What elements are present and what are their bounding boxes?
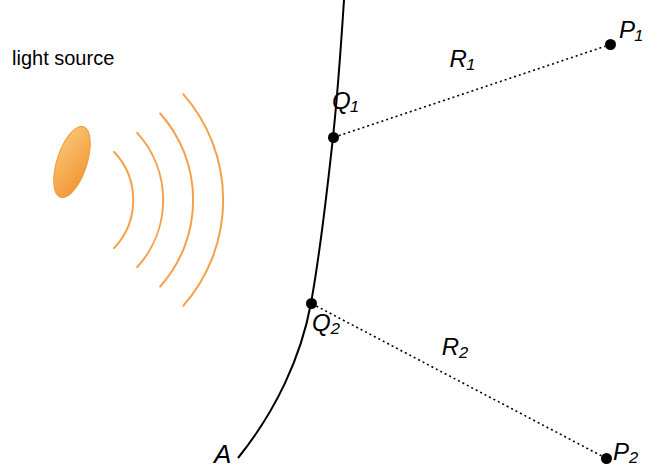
point-dot: P₁ xyxy=(605,39,616,50)
point-dot: Q₂ xyxy=(306,298,317,309)
distance-line xyxy=(316,306,601,456)
point-dot: Q₁ xyxy=(328,132,339,143)
wavefront-curve xyxy=(238,0,344,458)
point-label: P₂ xyxy=(613,439,638,465)
distance-label: R₁ xyxy=(448,46,477,72)
point-dot: P₂ xyxy=(601,453,612,464)
distance-label: R₂ xyxy=(440,334,470,360)
point-label: Q₁ xyxy=(332,88,358,114)
source-label: light source xyxy=(12,47,114,69)
point-label: Q₂ xyxy=(312,310,340,336)
distance-line xyxy=(339,46,606,135)
point-label: P₁ xyxy=(619,17,643,43)
curve-label: A xyxy=(214,440,231,469)
light-source-shape xyxy=(46,122,97,202)
light-waves xyxy=(114,94,223,306)
